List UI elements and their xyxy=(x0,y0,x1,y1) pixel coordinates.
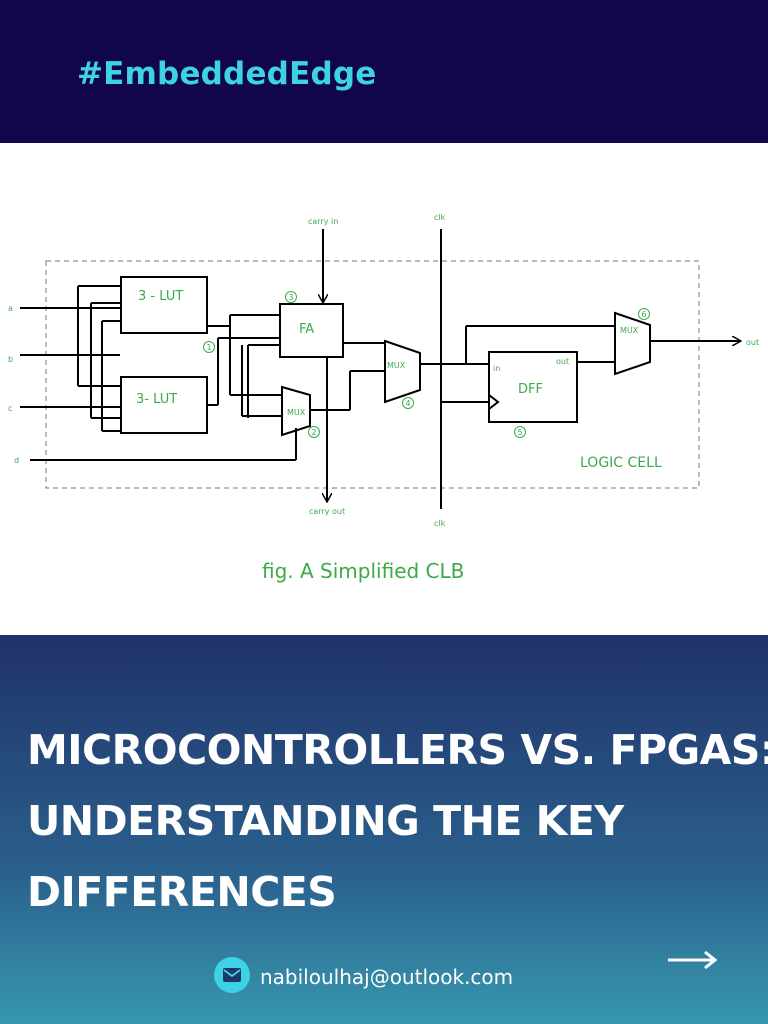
dff-label: DFF xyxy=(518,382,543,397)
input-a-label: a xyxy=(8,304,13,313)
mux-4-label: MUX xyxy=(387,361,406,370)
lut-1-box xyxy=(120,276,208,334)
fa-label: FA xyxy=(299,322,314,337)
page-title: MICROCONTROLLERS VS. FPGAS: UNDERSTANDIN… xyxy=(27,715,768,928)
next-arrow-icon[interactable] xyxy=(665,945,719,975)
dff-in-label: in xyxy=(493,364,500,373)
input-c-label: c xyxy=(8,404,12,413)
logic-cell-label: LOGIC CELL xyxy=(580,455,662,471)
carry-in-label: carry in xyxy=(308,217,338,226)
lut-1-label: 3 - LUT xyxy=(138,289,183,304)
title-line-3: DIFFERENCES xyxy=(27,868,337,916)
marker-4: 4 xyxy=(405,399,410,408)
title-line-1: MICROCONTROLLERS VS. FPGAS: xyxy=(27,726,768,774)
clb-diagram: 1 2 3 4 5 6 a b c d 3 - LUT 3- LUT FA MU… xyxy=(0,143,768,635)
dff-box xyxy=(488,351,578,423)
mux-2-shape xyxy=(281,385,311,437)
mux-4-shape xyxy=(384,339,421,404)
marker-6: 6 xyxy=(641,310,646,319)
title-footer: MICROCONTROLLERS VS. FPGAS: UNDERSTANDIN… xyxy=(0,635,768,1024)
output-label: out xyxy=(746,338,759,347)
lut-2-label: 3- LUT xyxy=(136,392,177,407)
mux-2-label: MUX xyxy=(287,408,306,417)
logic-cell-boundary xyxy=(45,260,700,489)
mux-6-shape xyxy=(614,311,651,376)
marker-3: 3 xyxy=(288,293,293,302)
marker-2: 2 xyxy=(311,428,316,437)
hashtag-title: #EmbeddedEdge xyxy=(77,56,377,92)
mux-6-label: MUX xyxy=(620,326,639,335)
full-adder-box xyxy=(279,303,344,358)
clk-top-label: clk xyxy=(434,213,446,222)
clb-diagram-svg: 1 2 3 4 5 6 a b c d 3 - LUT 3- LUT FA MU… xyxy=(8,213,759,583)
diagram-caption: fig. A Simplified CLB xyxy=(262,559,464,583)
email-icon xyxy=(214,957,250,993)
carry-out-label: carry out xyxy=(309,507,345,516)
email-address[interactable]: nabiloulhaj@outlook.com xyxy=(260,965,514,989)
header-banner: #EmbeddedEdge xyxy=(0,0,768,143)
marker-1: 1 xyxy=(206,343,211,352)
marker-5: 5 xyxy=(517,428,522,437)
input-b-label: b xyxy=(8,355,13,364)
title-line-2: UNDERSTANDING THE KEY xyxy=(27,797,624,845)
clk-bottom-label: clk xyxy=(434,519,446,528)
dff-out-label: out xyxy=(556,357,569,366)
input-d-label: d xyxy=(14,456,19,465)
